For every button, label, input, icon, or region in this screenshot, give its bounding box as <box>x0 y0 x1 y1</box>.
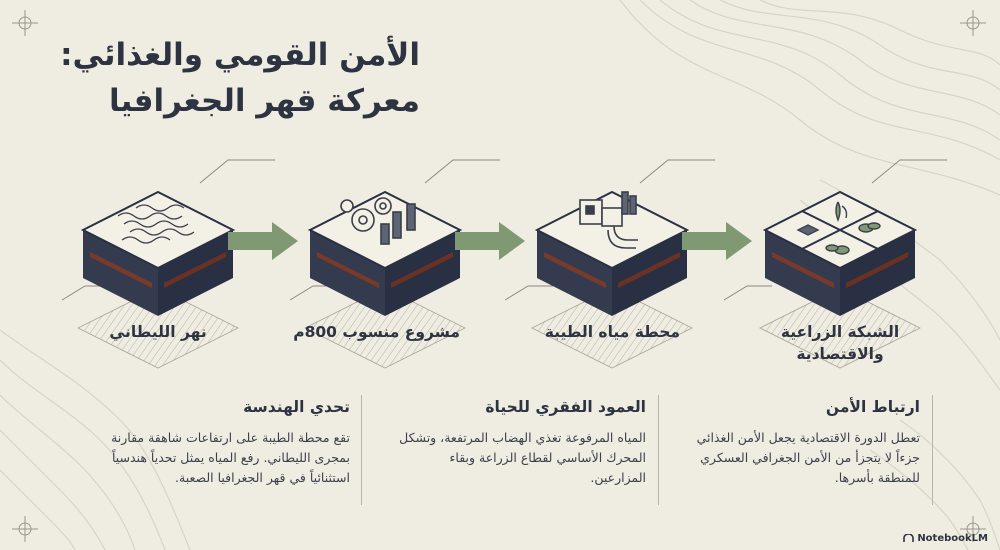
page-title: الأمن القومي والغذائي: معركة قهر الجغراف… <box>20 32 420 124</box>
crosshair-icon <box>12 10 38 36</box>
agriculture-grid-icon <box>796 201 881 255</box>
card-engineering: تحدي الهندسة تقع محطة الطيبة على ارتفاعا… <box>105 398 350 488</box>
title-line-2: معركة قهر الجغرافيا <box>108 83 420 119</box>
title-line-1: الأمن القومي والغذائي: <box>60 37 420 73</box>
step-block-river <box>77 191 239 369</box>
river-waves-icon <box>117 204 195 244</box>
notebooklm-logo-icon <box>903 534 915 542</box>
card-heading: العمود الفقري للحياة <box>485 398 646 416</box>
card-divider <box>361 395 362 505</box>
card-divider <box>932 395 933 505</box>
crosshair-icon <box>12 516 38 542</box>
card-body: تقع محطة الطيبة على ارتفاعات شاهقة مقارن… <box>111 430 350 485</box>
step-block-project <box>304 191 466 369</box>
step-label-agriculture: الشبكة الزراعية والاقتصادية <box>780 323 900 363</box>
arrow-1 <box>228 222 298 260</box>
step-block-agriculture <box>759 191 921 369</box>
notebooklm-watermark: NotebookLM <box>903 533 988 544</box>
step-block-station <box>531 191 693 369</box>
card-divider <box>658 395 659 505</box>
arrow-2 <box>455 222 525 260</box>
step-label-station: محطة مياه الطيبة <box>544 323 680 341</box>
card-security: ارتباط الأمن تعطل الدورة الاقتصادية يجعل… <box>684 398 920 488</box>
step-label-river: نهر الليطاني <box>109 323 207 341</box>
gears-pumps-icon <box>340 197 416 245</box>
crosshair-icon <box>960 10 986 36</box>
card-heading: تحدي الهندسة <box>243 398 350 416</box>
card-body: المياه المرفوعة تغذي الهضاب المرتفعة، وت… <box>399 430 646 485</box>
arrow-3 <box>682 222 752 260</box>
step-label-project: مشروع منسوب 800م <box>293 323 460 341</box>
water-station-icon <box>579 191 638 249</box>
card-lifeline: العمود الفقري للحياة المياه المرفوعة تغذ… <box>390 398 646 488</box>
card-body: تعطل الدورة الاقتصادية يجعل الأمن الغذائ… <box>696 430 920 485</box>
card-heading: ارتباط الأمن <box>825 398 920 416</box>
crosshair-icon <box>960 516 986 542</box>
